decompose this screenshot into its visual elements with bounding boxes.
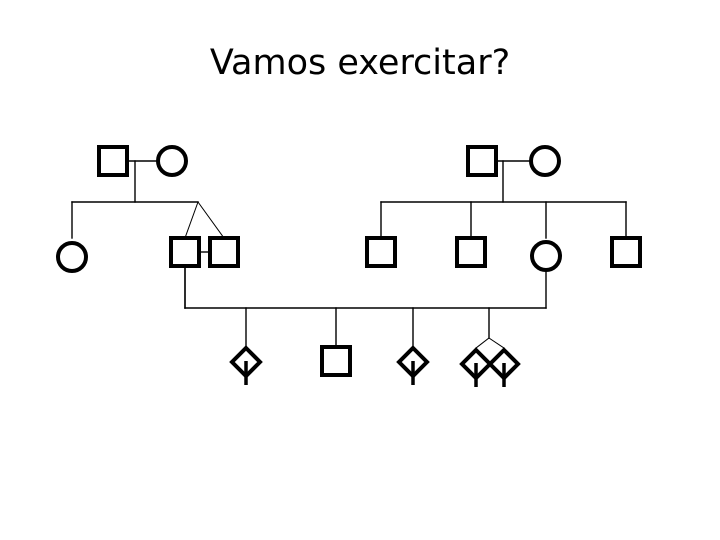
person-II-7[interactable]	[610, 236, 642, 268]
male-square-symbol[interactable]	[169, 236, 201, 268]
person-II-3[interactable]	[208, 236, 240, 268]
person-II-5[interactable]	[455, 236, 487, 268]
twin-fork-line	[488, 337, 505, 349]
person-II-6[interactable]	[530, 240, 562, 272]
person-III-2[interactable]	[320, 345, 352, 377]
male-square-symbol[interactable]	[455, 236, 487, 268]
person-III-4[interactable]	[459, 347, 493, 387]
sibship-sibship-left	[71, 201, 225, 239]
connector-lines	[71, 160, 627, 349]
male-square-symbol[interactable]	[97, 145, 129, 177]
female-circle-symbol[interactable]	[56, 241, 88, 273]
person-I-3[interactable]	[466, 145, 498, 177]
male-square-symbol[interactable]	[365, 236, 397, 268]
male-square-symbol[interactable]	[320, 345, 352, 377]
sibship-sibship-right	[380, 201, 627, 239]
twin-fork-line	[184, 201, 199, 239]
female-circle-symbol[interactable]	[156, 145, 188, 177]
twin-fork-line	[475, 337, 490, 349]
female-circle-symbol[interactable]	[530, 240, 562, 272]
female-circle-symbol[interactable]	[529, 145, 561, 177]
mating-mating-right-top	[495, 160, 532, 203]
person-III-3[interactable]	[396, 345, 430, 385]
person-II-2[interactable]	[169, 236, 201, 268]
mating-mating-left-top	[126, 160, 159, 203]
symbol-group	[56, 145, 642, 387]
person-I-1[interactable]	[97, 145, 129, 177]
person-II-1[interactable]	[56, 241, 88, 273]
person-III-5[interactable]	[487, 347, 521, 387]
person-I-2[interactable]	[156, 145, 188, 177]
male-square-symbol[interactable]	[466, 145, 498, 177]
page-title: Vamos exercitar?	[209, 43, 511, 83]
person-II-4[interactable]	[365, 236, 397, 268]
male-square-symbol[interactable]	[208, 236, 240, 268]
twin-fork-line	[197, 201, 225, 239]
male-square-symbol[interactable]	[610, 236, 642, 268]
sibship-sibship-bottom	[184, 307, 547, 349]
person-I-4[interactable]	[529, 145, 561, 177]
person-III-1[interactable]	[229, 345, 263, 385]
